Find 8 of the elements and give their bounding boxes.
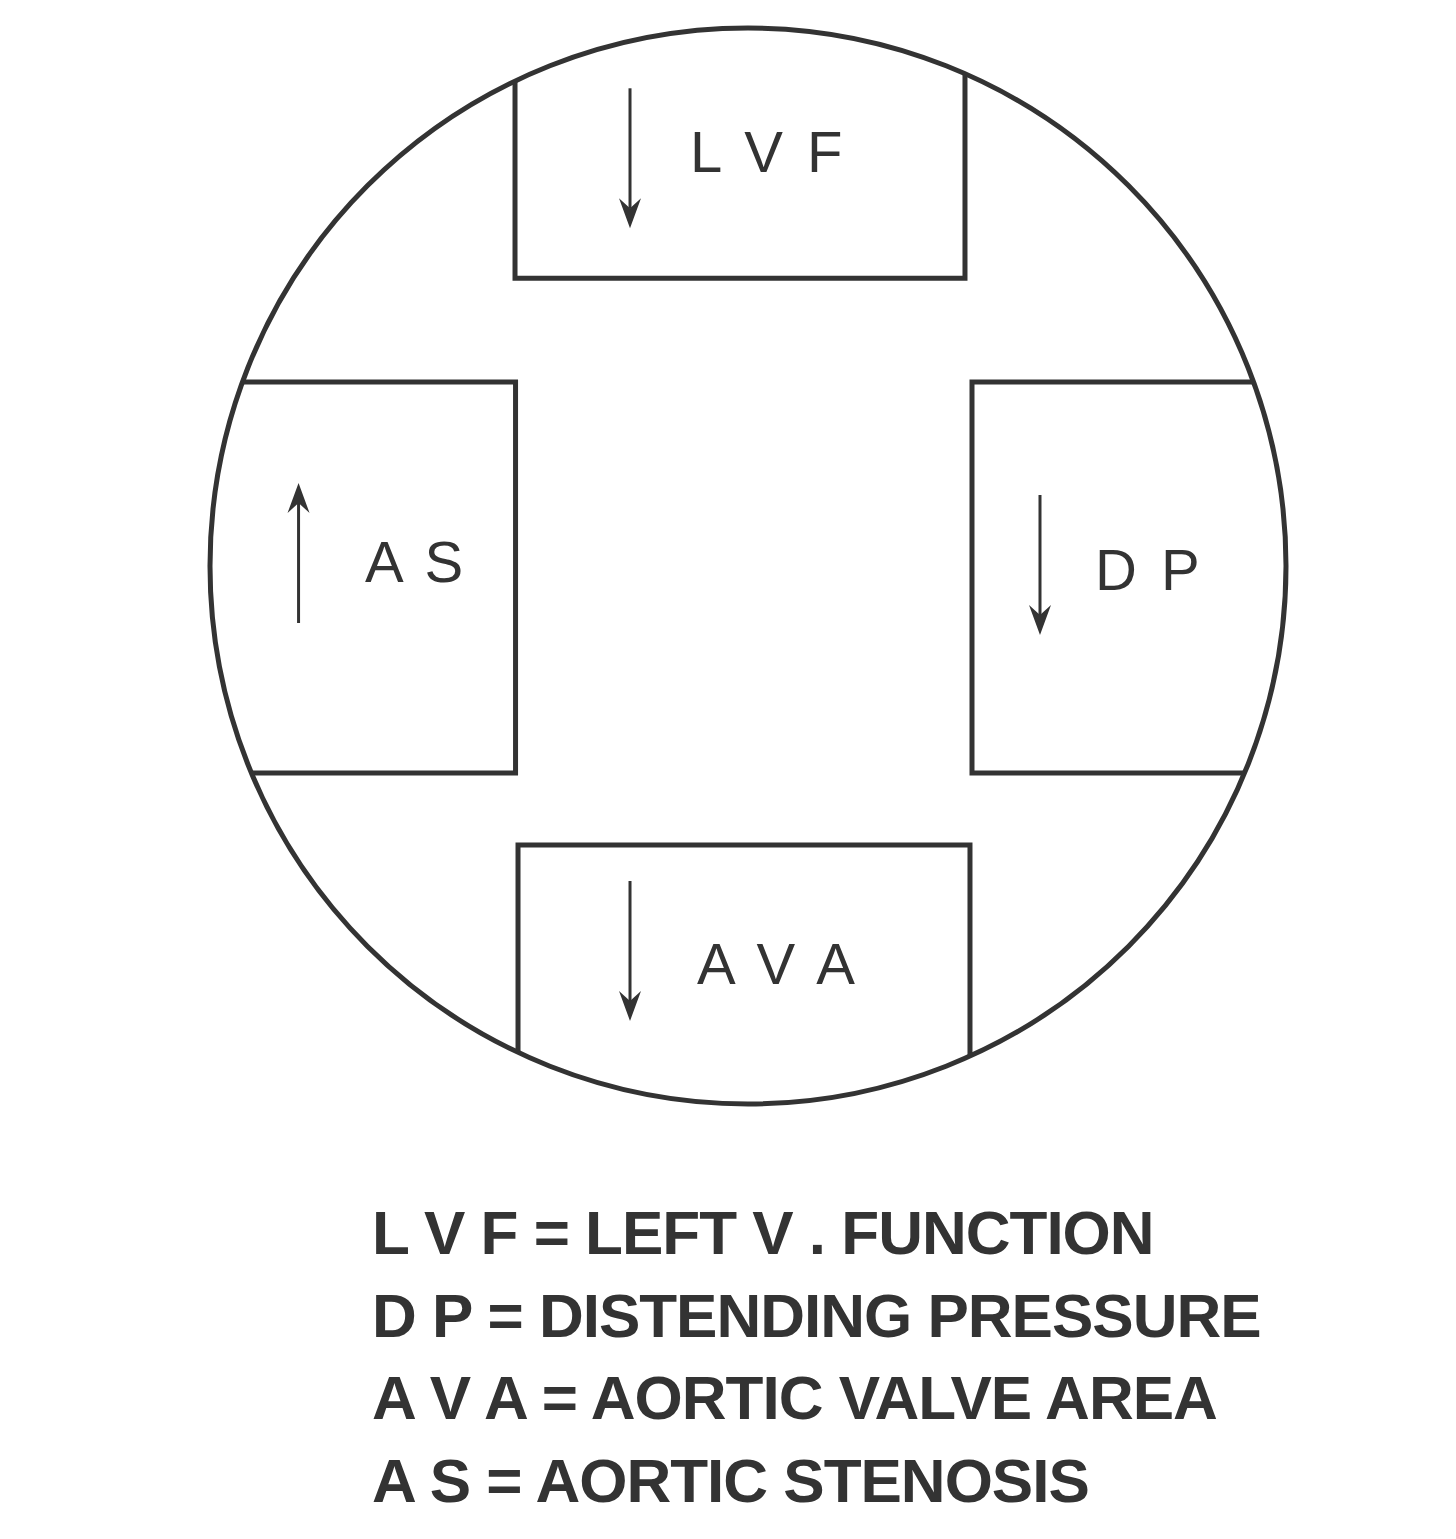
box-label: A S [365, 528, 468, 595]
abbreviation-note: D P = DISTENDING PRESSURE [372, 1279, 1261, 1351]
box-label: A V A [697, 930, 859, 997]
abbreviation-note: L V F = LEFT V . FUNCTION [372, 1197, 1154, 1268]
box-label: D P [1095, 536, 1204, 603]
abbreviation-note: A V A = AORTIC VALVE AREA [372, 1362, 1217, 1433]
abbreviation-note: A S = AORTIC STENOSIS [372, 1444, 1089, 1516]
box-label: L V F [690, 118, 847, 185]
